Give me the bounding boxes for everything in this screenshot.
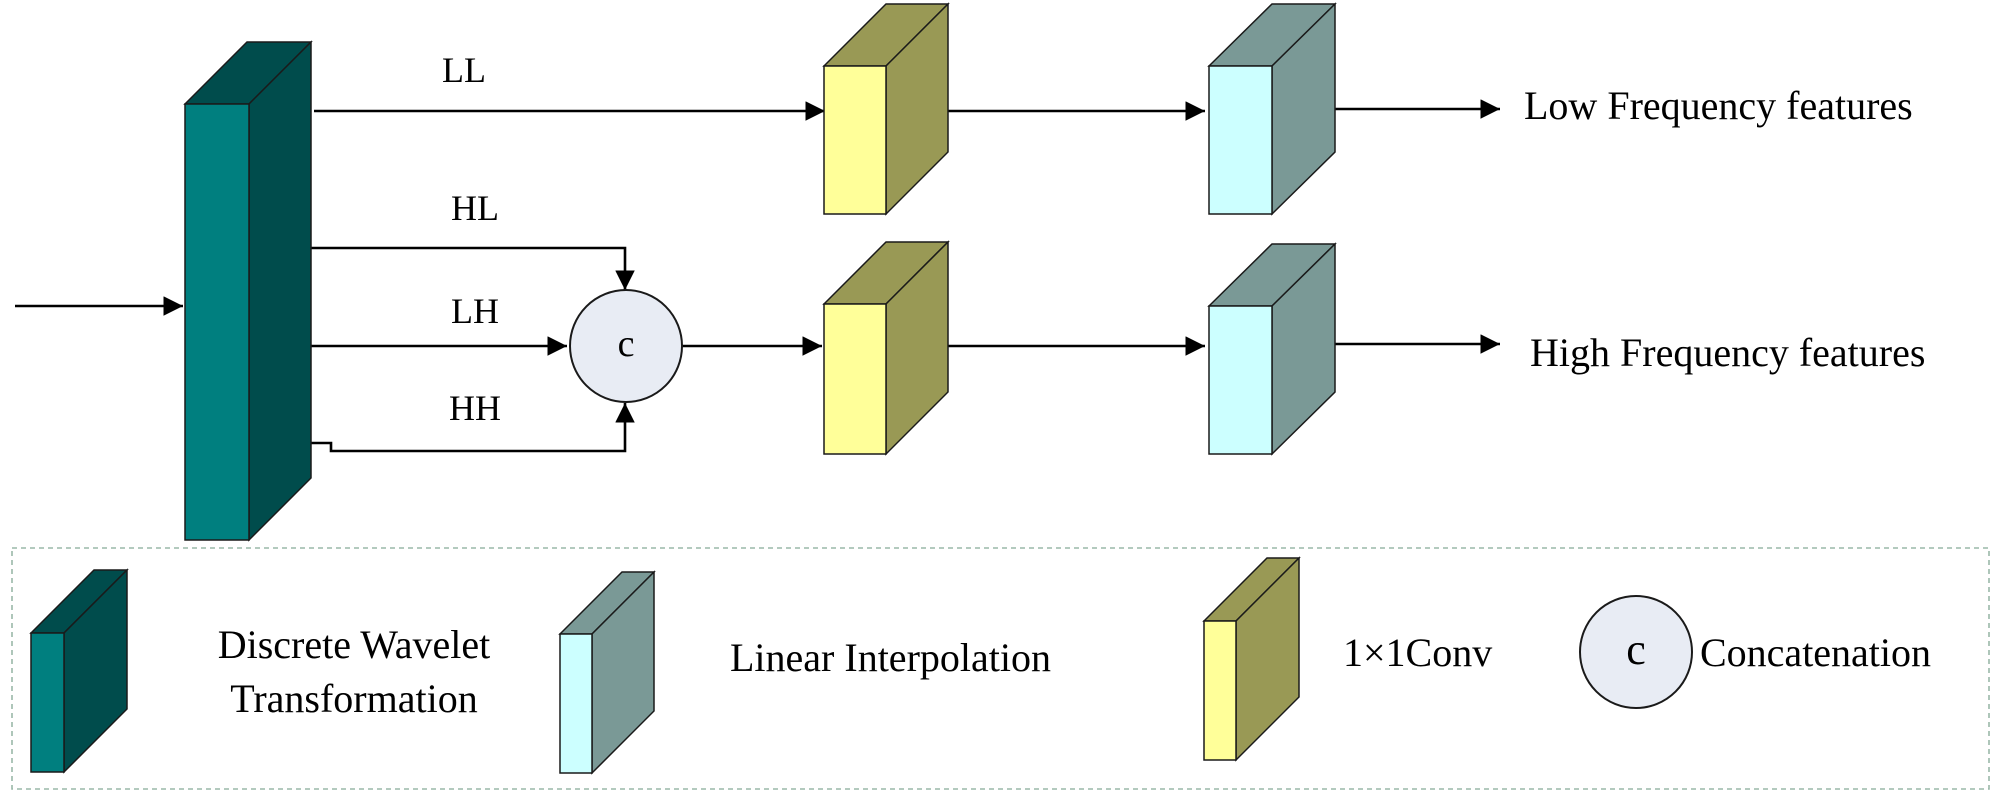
concat-symbol: c (618, 323, 635, 365)
label-lh: LH (451, 291, 499, 331)
conv-block-top (822, 2, 950, 216)
legend-dwt-label-line1: Discrete Wavelet (218, 622, 491, 667)
dwt-block (183, 40, 313, 542)
low-frequency-label: Low Frequency features (1524, 83, 1913, 128)
legend: Discrete Wavelet Transformation Linear I… (11, 547, 1990, 790)
legend-dwt-swatch (29, 568, 129, 774)
label-ll: LL (442, 50, 486, 90)
legend-dwt-label-line2: Transformation (230, 676, 477, 721)
legend-interp-front (559, 633, 593, 774)
legend-concat-symbol: c (1626, 625, 1646, 674)
connections (15, 99, 1500, 453)
conv-block-bottom (822, 240, 950, 456)
branch-labels: LL HL LH HH (442, 50, 501, 428)
high-frequency-label: High Frequency features (1530, 330, 1925, 375)
legend-border (11, 547, 1990, 790)
legend-interp-swatch (558, 570, 656, 775)
legend-conv-swatch (1202, 556, 1301, 762)
legend-conv-front (1203, 620, 1237, 761)
label-hh: HH (449, 388, 501, 428)
legend-conv-label: 1×1Conv (1343, 630, 1492, 675)
dwt-block-side (248, 40, 312, 542)
conv-block-top-front (823, 65, 887, 215)
label-hl: HL (451, 188, 499, 228)
legend-interp-label: Linear Interpolation (730, 635, 1051, 680)
hh-connector (311, 403, 635, 453)
interp-block-top (1207, 2, 1337, 216)
interp-block-bottom (1207, 242, 1337, 456)
interp-block-top-front (1208, 65, 1273, 215)
dwt-block-front (184, 103, 250, 541)
concat-node: c (569, 289, 683, 403)
conv-block-bottom-front (823, 303, 887, 455)
interp-block-bottom-front (1208, 305, 1273, 455)
concat-circle (569, 289, 683, 403)
hl-connector (311, 246, 635, 290)
legend-concat-circle (1579, 595, 1693, 709)
legend-dwt-front (30, 632, 65, 773)
legend-concat-label: Concatenation (1700, 630, 1931, 675)
